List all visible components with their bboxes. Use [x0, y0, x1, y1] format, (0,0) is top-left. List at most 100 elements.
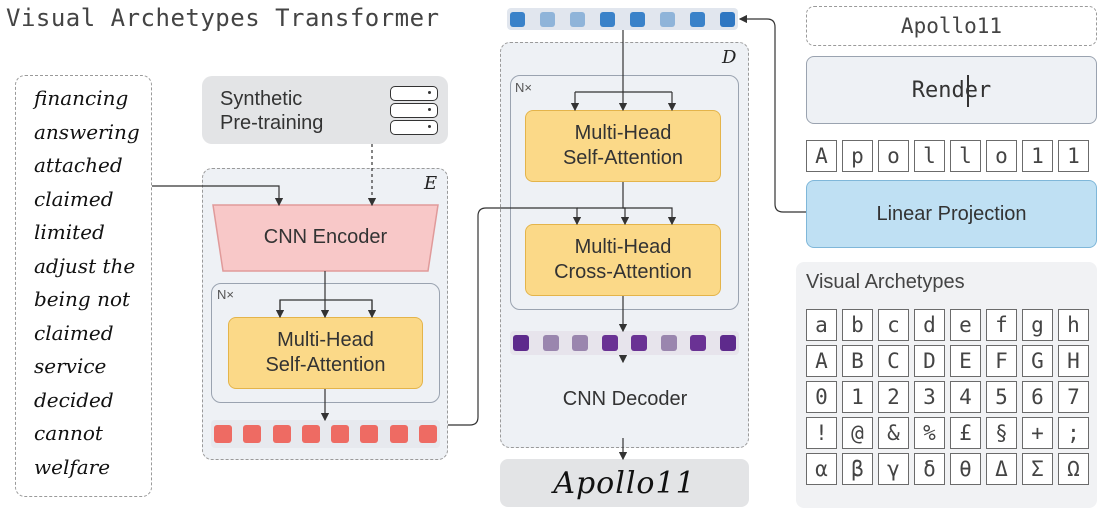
- decoder-cross-attention: Multi-Head Cross-Attention: [525, 224, 721, 296]
- archetype-cell: 1: [842, 381, 873, 413]
- rendered-char-cell: 1: [1058, 140, 1089, 172]
- archetype-cell: +: [1022, 417, 1053, 449]
- handwritten-word: decided: [34, 387, 114, 412]
- rendered-char-cell: o: [986, 140, 1017, 172]
- handwritten-word: answering: [34, 119, 140, 144]
- synthetic-label-line1: Synthetic: [220, 88, 303, 110]
- archetype-cell: Ω: [1058, 453, 1089, 485]
- handwritten-word: cannot: [34, 421, 103, 445]
- decoder-block: [510, 75, 739, 310]
- rendered-char-cell: o: [878, 140, 909, 172]
- handwritten-word: financing: [34, 86, 129, 110]
- archetype-cell: f: [986, 309, 1017, 341]
- input-text: Apollo11: [900, 14, 1003, 38]
- query-token: [510, 11, 525, 27]
- cnn-encoder-label: CNN Encoder: [263, 226, 388, 248]
- render-box: Render: [806, 56, 1097, 124]
- handwritten-word: adjust the: [34, 253, 136, 278]
- encoder-nx-label: N×: [217, 287, 234, 302]
- cnn-decoder-label: CNN Decoder: [562, 388, 688, 410]
- encoder-token: [243, 425, 262, 443]
- archetype-row: !@&%£§+;: [806, 417, 1089, 449]
- archetype-cell: F: [986, 345, 1017, 377]
- decoder-query-token-row: [507, 8, 738, 30]
- handwritten-word: claimed: [34, 186, 114, 211]
- archetype-cell: 3: [914, 381, 945, 413]
- synthetic-pretraining-box: Synthetic Pre-training: [202, 76, 448, 144]
- archetype-cell: β: [842, 453, 873, 485]
- decoder-output-image: Apollo11: [500, 459, 749, 507]
- archetype-cell: %: [914, 417, 945, 449]
- linear-projection-label: Linear Projection: [876, 202, 1027, 225]
- rendered-char-cell: A: [806, 140, 837, 172]
- decoder-self-attention: Multi-Head Self-Attention: [525, 110, 721, 182]
- archetype-cell: 4: [950, 381, 981, 413]
- render-label: Render: [911, 77, 992, 103]
- archetype-cell: E: [950, 345, 981, 377]
- archetype-cell: g: [1022, 309, 1053, 341]
- encoder-token: [389, 425, 408, 443]
- handwritten-word: claimed: [34, 320, 114, 345]
- archetype-cell: Δ: [986, 453, 1017, 485]
- encoder-sa-line1: Multi-Head: [277, 329, 374, 351]
- archetype-cell: @: [842, 417, 873, 449]
- handwritten-word: welfare: [34, 454, 111, 479]
- decoder-output-text: Apollo11: [553, 465, 696, 501]
- archetype-cell: H: [1058, 345, 1089, 377]
- decoder-output-token: [660, 335, 677, 351]
- archetype-cell: c: [878, 309, 909, 341]
- decoder-symbol: D: [722, 47, 737, 68]
- encoder-sa-line2: Self-Attention: [265, 354, 386, 376]
- cnn-encoder-trapezoid: [212, 204, 439, 272]
- archetype-cell: !: [806, 417, 837, 449]
- input-text-box: Apollo11: [806, 6, 1097, 46]
- archetype-cell: a: [806, 309, 837, 341]
- decoder-output-token: [631, 335, 648, 351]
- archetype-cell: e: [950, 309, 981, 341]
- encoder-token: [272, 425, 291, 443]
- decoder-output-token: [601, 335, 618, 351]
- synthetic-label-line2: Pre-training: [220, 112, 324, 134]
- archetype-cell: Σ: [1022, 453, 1053, 485]
- decoder-output-token: [513, 335, 529, 351]
- archetype-cell: D: [914, 345, 945, 377]
- archetype-cell: d: [914, 309, 945, 341]
- decoder-output-token: [690, 335, 707, 351]
- linear-projection-box: Linear Projection: [806, 180, 1097, 248]
- encoder-token: [214, 425, 232, 443]
- decoder-nx-label: N×: [515, 80, 532, 95]
- decoder-ca-line1: Multi-Head: [574, 236, 672, 258]
- archetype-cell: 7: [1058, 381, 1089, 413]
- archetype-cell: θ: [950, 453, 981, 485]
- archetype-cell: £: [950, 417, 981, 449]
- archetype-cell: ;: [1058, 417, 1089, 449]
- query-token: [660, 11, 675, 27]
- archetype-cell: h: [1058, 309, 1089, 341]
- decoder-output-token: [542, 335, 559, 351]
- synthetic-pretraining-label: Synthetic Pre-training: [220, 87, 323, 135]
- handwritten-word: being not: [34, 287, 131, 311]
- query-token: [630, 11, 645, 27]
- archetype-cell: 6: [1022, 381, 1053, 413]
- rendered-char-cell: l: [914, 140, 945, 172]
- text-cursor: [967, 75, 969, 107]
- archetype-cell: G: [1022, 345, 1053, 377]
- decoder-output-token-row: [510, 331, 739, 355]
- database-icon: [390, 86, 438, 136]
- decoder-ca-line2: Cross-Attention: [554, 261, 692, 283]
- encoder-token: [301, 425, 320, 443]
- archetype-cell: §: [986, 417, 1017, 449]
- archetype-cell: 0: [806, 381, 837, 413]
- archetype-cell: B: [842, 345, 873, 377]
- encoder-token-row: [211, 420, 440, 448]
- archetype-cell: α: [806, 453, 837, 485]
- encoder-token: [418, 425, 437, 443]
- encoder-self-attention: Multi-Head Self-Attention: [228, 317, 423, 389]
- handwritten-word: attached: [34, 153, 123, 177]
- decoder-sa-line1: Multi-Head: [574, 122, 672, 144]
